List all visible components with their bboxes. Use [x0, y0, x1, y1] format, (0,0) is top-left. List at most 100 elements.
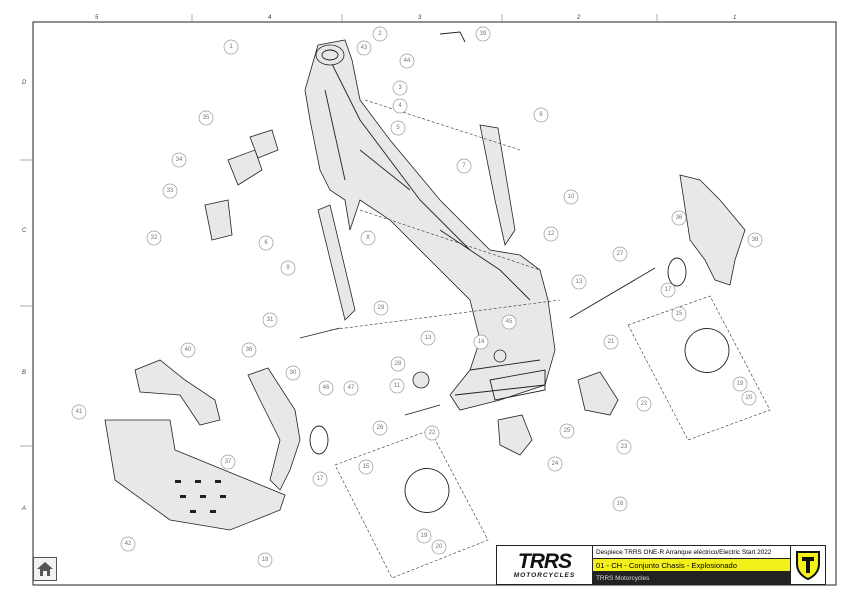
drawing-subtitle: 01 - CH - Conjunto Chasis - Explosionado [593, 559, 790, 572]
part-balloon-14: 14 [473, 334, 489, 350]
svg-text:45: 45 [506, 319, 513, 325]
svg-text:22: 22 [641, 401, 648, 407]
svg-text:15: 15 [676, 311, 683, 317]
svg-text:24: 24 [552, 461, 559, 467]
svg-text:1: 1 [229, 44, 233, 50]
zone-ticks [20, 14, 658, 447]
part-balloon-23: 23 [616, 439, 632, 455]
svg-text:32: 32 [151, 235, 158, 241]
svg-text:25: 25 [564, 428, 571, 434]
row-label: C [22, 228, 27, 234]
part-balloon-27: 27 [612, 246, 628, 262]
svg-text:26: 26 [377, 425, 384, 431]
part-balloon-34: 34 [171, 152, 187, 168]
svg-text:40: 40 [185, 347, 192, 353]
part-balloon-6: 6 [533, 107, 549, 123]
part-balloons: 12 39 4 34 43 45 6 35 3 47 10 33 36 38 32 6 8 1 22 7 9 13 17 31… [71, 26, 763, 568]
svg-text:39: 39 [480, 31, 487, 37]
home-button[interactable] [33, 557, 57, 581]
part-balloon-19: 19 [732, 376, 748, 392]
shield-logo-icon [790, 546, 825, 584]
svg-text:22: 22 [429, 430, 436, 436]
sub-assembly-boxes [329, 99, 771, 579]
part-balloon-3: 3 [392, 80, 408, 96]
svg-text:13: 13 [576, 279, 583, 285]
column-label: 2 [576, 15, 581, 21]
svg-text:33: 33 [167, 188, 174, 194]
svg-text:6: 6 [264, 240, 268, 246]
part-balloon-26: 26 [372, 420, 388, 436]
part-balloon-45: 45 [501, 314, 517, 330]
part-balloon-30: 30 [285, 365, 301, 381]
svg-text:28: 28 [395, 361, 402, 367]
part-balloon-47: 47 [343, 380, 359, 396]
part-balloon-6: 6 [258, 235, 274, 251]
svg-text:14: 14 [478, 339, 485, 345]
part-balloon-28: 28 [390, 356, 406, 372]
svg-text:15: 15 [363, 464, 370, 470]
svg-text:6: 6 [539, 112, 543, 118]
svg-text:13: 13 [425, 335, 432, 341]
column-label: 5 [95, 15, 99, 21]
part-balloon-17: 17 [660, 282, 676, 298]
document-title: Despiece TRRS ONE-R Arranque eléctrico/E… [593, 546, 790, 559]
svg-text:35: 35 [203, 115, 210, 121]
part-balloon-42: 42 [120, 536, 136, 552]
row-label: A [21, 506, 26, 512]
svg-text:34: 34 [176, 157, 183, 163]
part-balloon-13: 13 [571, 274, 587, 290]
part-balloon-41: 41 [71, 404, 87, 420]
svg-text:12: 12 [548, 231, 555, 237]
part-balloon-35: 35 [198, 110, 214, 126]
svg-text:37: 37 [225, 459, 232, 465]
svg-text:20: 20 [436, 544, 443, 550]
brand-logo: TRRS MOTORCYCLES [497, 546, 593, 584]
svg-text:9: 9 [286, 265, 290, 271]
svg-text:27: 27 [617, 251, 624, 257]
part-balloon-16: 16 [612, 496, 628, 512]
svg-text:3: 3 [398, 85, 402, 91]
part-balloon-11: 11 [389, 378, 405, 394]
part-balloon-1: 1 [223, 39, 239, 55]
part-balloon-12: 12 [543, 226, 559, 242]
part-balloon-15: 15 [358, 459, 374, 475]
svg-text:4: 4 [398, 103, 402, 109]
svg-text:44: 44 [404, 58, 411, 64]
part-balloon-17: 17 [312, 471, 328, 487]
part-balloon-20: 20 [431, 539, 447, 555]
svg-text:30: 30 [290, 370, 297, 376]
svg-text:23: 23 [621, 444, 628, 450]
part-balloon-29: 29 [373, 300, 389, 316]
part-balloon-40: 40 [180, 342, 196, 358]
svg-text:43: 43 [361, 45, 368, 51]
svg-text:10: 10 [568, 194, 575, 200]
company-name: TRRS Motorcycles [593, 572, 790, 584]
part-balloon-46: 46 [318, 380, 334, 396]
part-balloon-43: 43 [356, 40, 372, 56]
part-balloon-36: 36 [241, 342, 257, 358]
svg-text:36: 36 [676, 215, 683, 221]
brand-subtitle: MOTORCYCLES [513, 571, 576, 579]
svg-text:31: 31 [267, 317, 274, 323]
column-label: 1 [733, 15, 736, 21]
svg-text:11: 11 [394, 383, 401, 389]
svg-text:18: 18 [262, 557, 269, 563]
svg-text:38: 38 [752, 237, 759, 243]
part-balloon-22: 22 [636, 396, 652, 412]
svg-text:16: 16 [617, 501, 624, 507]
chassis-frame [304, 39, 556, 411]
drawing-border [32, 21, 837, 586]
part-balloon-10: 10 [563, 189, 579, 205]
part-balloon-24: 24 [547, 456, 563, 472]
row-label: D [22, 80, 27, 86]
part-balloon-7: 7 [456, 158, 472, 174]
part-balloon-39: 39 [475, 26, 491, 42]
part-balloon-33: 33 [162, 183, 178, 199]
svg-text:29: 29 [378, 305, 385, 311]
part-balloon-8: 8 [360, 230, 376, 246]
row-label: B [22, 370, 26, 376]
parts [104, 31, 746, 531]
part-balloon-22: 22 [424, 425, 440, 441]
